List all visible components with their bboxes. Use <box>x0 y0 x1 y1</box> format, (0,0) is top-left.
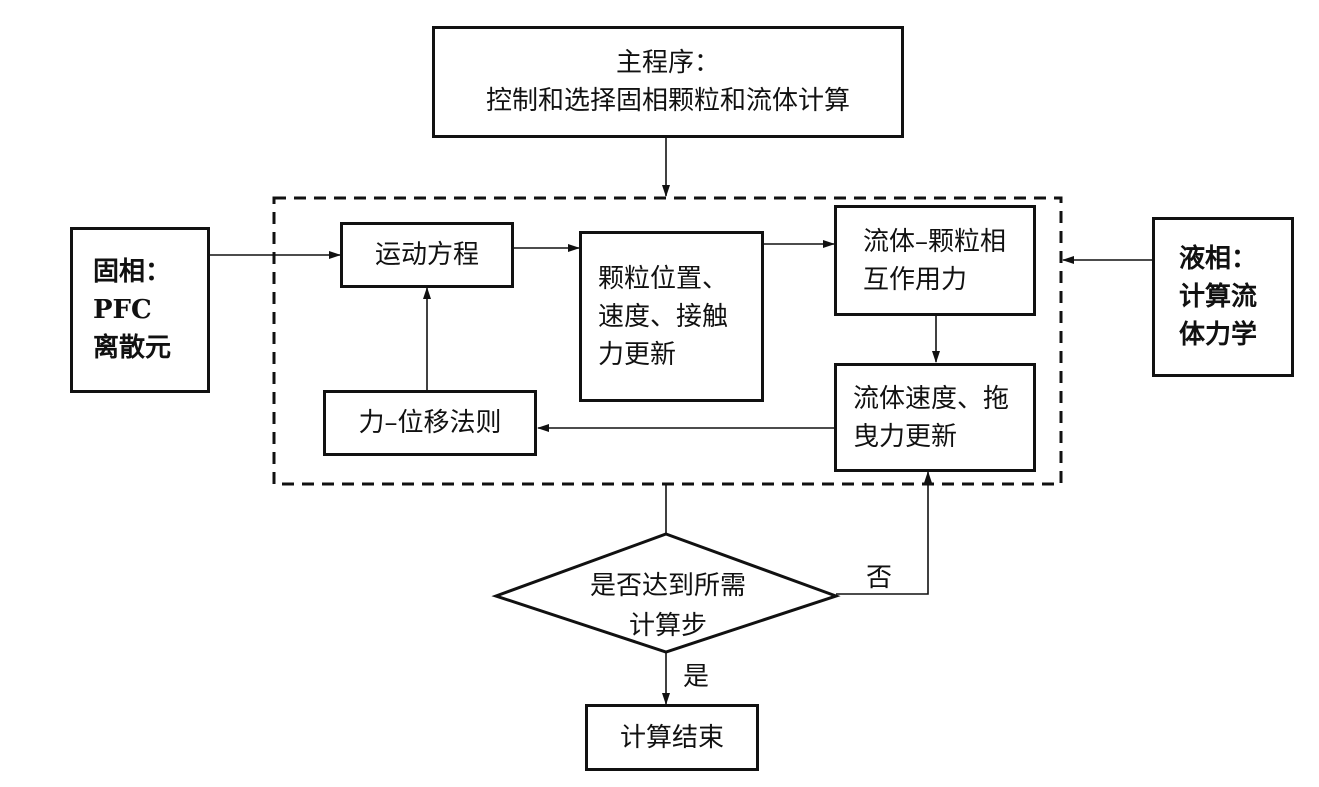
solid-phase-title: 固相： <box>93 257 172 287</box>
motion-equation-label: 运动方程 <box>374 240 479 270</box>
liquid-phase-title: 液相： <box>1179 244 1258 274</box>
interaction-line2: 互作用力 <box>863 264 968 295</box>
particle-update-line2: 速度、接触 <box>598 301 729 332</box>
force-law-label: 力–位移法则 <box>358 408 502 438</box>
force-displacement-law-box: 力–位移法则 <box>323 390 537 456</box>
motion-equation-box: 运动方程 <box>340 222 514 288</box>
fluid-update-line1: 流体速度、拖 <box>853 383 1010 414</box>
fluid-particle-interaction-box: 流体–颗粒相 互作用力 <box>834 205 1036 316</box>
main-program-box: 主程序： 控制和选择固相颗粒和流体计算 <box>432 26 904 138</box>
liquid-phase-method-line1: 计算流 <box>1179 282 1258 312</box>
solid-phase-software: PFC <box>93 295 152 325</box>
end-label: 计算结束 <box>619 722 724 753</box>
arrow-decision-no <box>836 471 932 595</box>
interaction-line1: 流体–颗粒相 <box>863 226 1007 257</box>
end-box: 计算结束 <box>585 704 759 771</box>
main-program-description: 控制和选择固相颗粒和流体计算 <box>485 86 850 116</box>
coupling-group-frame <box>272 196 1063 486</box>
decision-text: 是否达到所需 计算步 <box>500 566 836 646</box>
main-program-title: 主程序： <box>615 48 720 78</box>
particle-update-line1: 颗粒位置、 <box>598 263 729 294</box>
fluid-velocity-update-box: 流体速度、拖 曳力更新 <box>834 363 1036 472</box>
fluid-update-line2: 曳力更新 <box>853 421 958 452</box>
decision-no-label: 否 <box>866 563 893 593</box>
solid-phase-method: 离散元 <box>93 333 172 363</box>
particle-update-line3: 力更新 <box>598 339 677 370</box>
solid-phase-box: 固相： PFC 离散元 <box>70 227 210 393</box>
particle-update-box: 颗粒位置、 速度、接触 力更新 <box>579 231 764 402</box>
liquid-phase-box: 液相： 计算流 体力学 <box>1152 217 1294 377</box>
decision-line2: 计算步 <box>628 611 707 641</box>
decision-line1: 是否达到所需 <box>589 571 746 601</box>
liquid-phase-method-line2: 体力学 <box>1179 320 1258 350</box>
decision-yes-label: 是 <box>683 662 710 692</box>
